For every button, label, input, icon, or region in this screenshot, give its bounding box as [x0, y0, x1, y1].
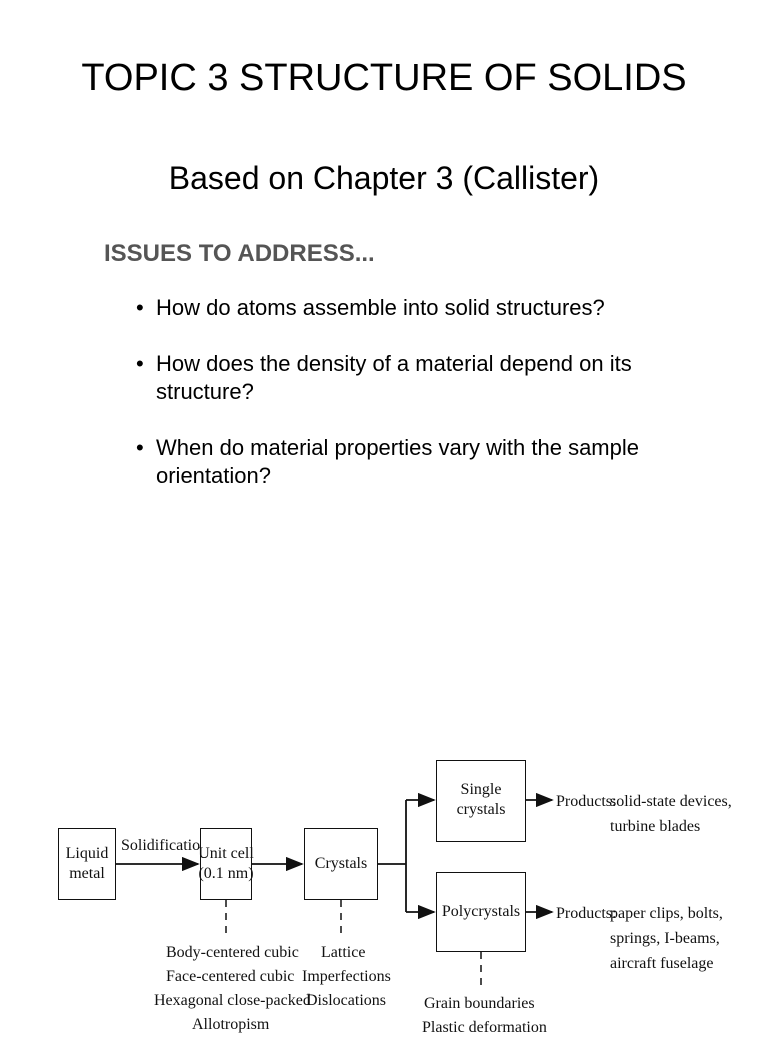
products-label-poly: Products: [556, 905, 617, 922]
solidification-flow-diagram: Liquid metal Solidification Unit cell (0… [0, 740, 768, 1036]
bullet-item: • When do material properties vary with … [136, 434, 656, 490]
crystal-detail-item: Dislocations [306, 992, 386, 1009]
bullet-text: When do material properties vary with th… [156, 435, 639, 488]
unit-cell-type-item: Body-centered cubic [166, 944, 299, 961]
crystal-detail-item: Lattice [321, 944, 366, 961]
single-crystals-label: Single crystals [456, 781, 506, 818]
products-poly-line1: paper clips, bolts, [610, 905, 723, 922]
unit-cell-label: Unit cell (0.1 nm) [198, 845, 254, 882]
products-poly-line3: aircraft fuselage [610, 955, 714, 972]
diagram-connectors [116, 792, 554, 986]
bullet-text: How does the density of a material depen… [156, 351, 632, 404]
bullet-text: How do atoms assemble into solid structu… [156, 295, 605, 320]
polycrystals-box [436, 872, 526, 952]
bullet-dot: • [136, 435, 144, 460]
crystal-detail-item: Imperfections [302, 968, 391, 985]
issues-heading: ISSUES TO ADDRESS... [104, 240, 375, 267]
solidification-label: Solidification [121, 837, 209, 854]
products-single-line1: solid-state devices, [610, 793, 732, 810]
slide-subtitle: Based on Chapter 3 (Callister) [168, 160, 600, 196]
products-label-single: Products: [556, 793, 617, 810]
liquid-metal-text: Liquid metal [65, 845, 109, 882]
unit-cell-type-item: Allotropism [192, 1016, 270, 1033]
poly-detail-item: Plastic deformation [422, 1019, 547, 1036]
liquid-metal-box [58, 828, 116, 900]
products-single-line2: turbine blades [610, 818, 701, 835]
crystals-label: Crystals [314, 855, 368, 872]
single-crystals-box [436, 760, 526, 842]
bullet-item: • How does the density of a material dep… [136, 350, 656, 406]
bullet-dot: • [136, 295, 144, 320]
bullet-dot: • [136, 351, 144, 376]
liquid-metal-label: Liquid metal [58, 844, 116, 884]
unit-cell-box [200, 828, 252, 900]
products-poly-line2: springs, I-beams, [610, 930, 720, 947]
unit-cell-type-item: Hexagonal close-packed [154, 992, 311, 1009]
unit-cell-type-item: Face-centered cubic [166, 968, 295, 985]
slide-title: TOPIC 3 STRUCTURE OF SOLIDS [81, 57, 687, 99]
polycrystals-label: Polycrystals [441, 903, 521, 920]
bullet-item: • How do atoms assemble into solid struc… [136, 294, 656, 322]
poly-detail-item: Grain boundaries [424, 995, 535, 1012]
crystals-box [304, 828, 378, 900]
